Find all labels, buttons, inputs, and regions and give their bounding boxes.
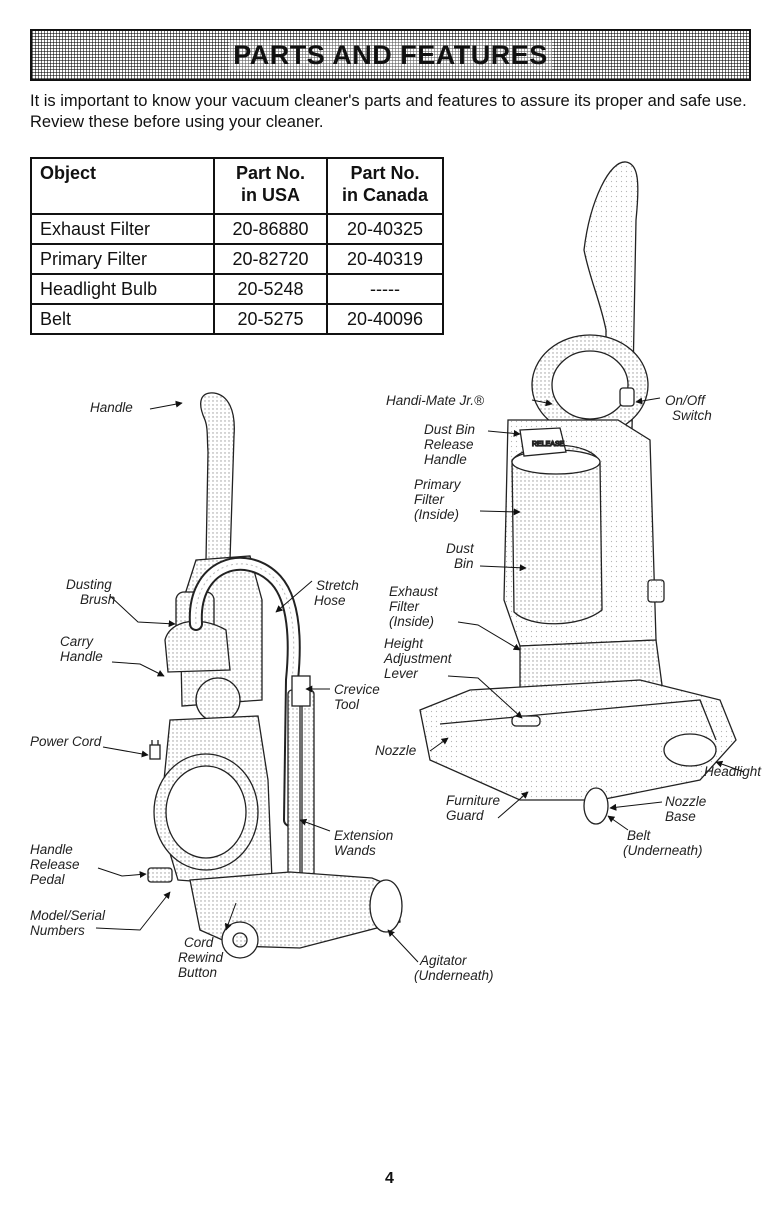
dust-bin-release-handle-shape bbox=[519, 427, 567, 457]
table-cell: 20-40096 bbox=[326, 303, 444, 335]
label-belt: Belt(Underneath) bbox=[623, 828, 703, 858]
table-cell: Primary Filter bbox=[30, 243, 215, 275]
intro-paragraph: It is important to know your vacuum clea… bbox=[30, 92, 747, 131]
headlight-shape bbox=[663, 733, 717, 767]
handle-release-pedal-shape bbox=[147, 867, 173, 883]
vacuum-diagram: RELEASE bbox=[30, 161, 762, 983]
table-header-part-canada: Part No.in Canada bbox=[326, 157, 444, 215]
parts-table: Object Part No.in USA Part No.in Canada … bbox=[30, 157, 444, 335]
right-vacuum-illustration: RELEASE bbox=[419, 161, 737, 825]
right-cord-hook-shape bbox=[647, 579, 665, 603]
table-cell: Headlight Bulb bbox=[30, 273, 215, 305]
page-title: PARTS AND FEATURES bbox=[229, 39, 552, 71]
table-cell: ----- bbox=[326, 273, 444, 305]
table-header-row: Object Part No.in USA Part No.in Canada bbox=[30, 157, 444, 215]
page-number: 4 bbox=[385, 1170, 394, 1187]
left-nozzle-base-shape bbox=[189, 871, 401, 949]
bin-lid-text: RELEASE bbox=[532, 441, 565, 448]
label-power-cord: Power Cord bbox=[30, 734, 102, 749]
table-cell: 20-82720 bbox=[213, 243, 328, 275]
label-handle: Handle bbox=[90, 400, 133, 415]
table-row: Primary Filter 20-82720 20-40319 bbox=[30, 243, 444, 275]
label-agitator: Agitator(Underneath) bbox=[414, 953, 494, 983]
label-headlight: Headlight bbox=[704, 764, 762, 779]
title-banner: PARTS AND FEATURES bbox=[30, 29, 751, 81]
table-cell: 20-5275 bbox=[213, 303, 328, 335]
table-row: Belt 20-5275 20-40096 bbox=[30, 303, 444, 335]
right-nozzle-shape bbox=[419, 679, 737, 801]
crevice-tool-shape bbox=[291, 675, 311, 707]
table-cell: Exhaust Filter bbox=[30, 213, 215, 245]
left-handle-shape bbox=[200, 392, 235, 561]
table-cell: 20-40325 bbox=[326, 213, 444, 245]
table-cell: 20-40319 bbox=[326, 243, 444, 275]
label-handi-mate: Handi-Mate Jr.® bbox=[386, 393, 484, 408]
table-row: Exhaust Filter 20-86880 20-40325 bbox=[30, 213, 444, 245]
table-cell: 20-86880 bbox=[213, 213, 328, 245]
table-cell: Belt bbox=[30, 303, 215, 335]
left-vacuum-illustration bbox=[147, 392, 403, 959]
table-row: Headlight Bulb 20-5248 ----- bbox=[30, 273, 444, 305]
on-off-switch-shape bbox=[619, 387, 635, 407]
table-header-part-usa: Part No.in USA bbox=[213, 157, 328, 215]
label-nozzle: Nozzle bbox=[375, 743, 416, 758]
table-header-object: Object bbox=[30, 157, 215, 215]
table-cell: 20-5248 bbox=[213, 273, 328, 305]
power-cord-plug-shape bbox=[149, 744, 161, 760]
right-wheel-shape bbox=[583, 787, 609, 825]
height-adjustment-lever-shape bbox=[511, 715, 541, 727]
left-reel-shape bbox=[195, 677, 241, 723]
leader-lines bbox=[95, 397, 745, 963]
left-front-roller-shape bbox=[369, 879, 403, 933]
